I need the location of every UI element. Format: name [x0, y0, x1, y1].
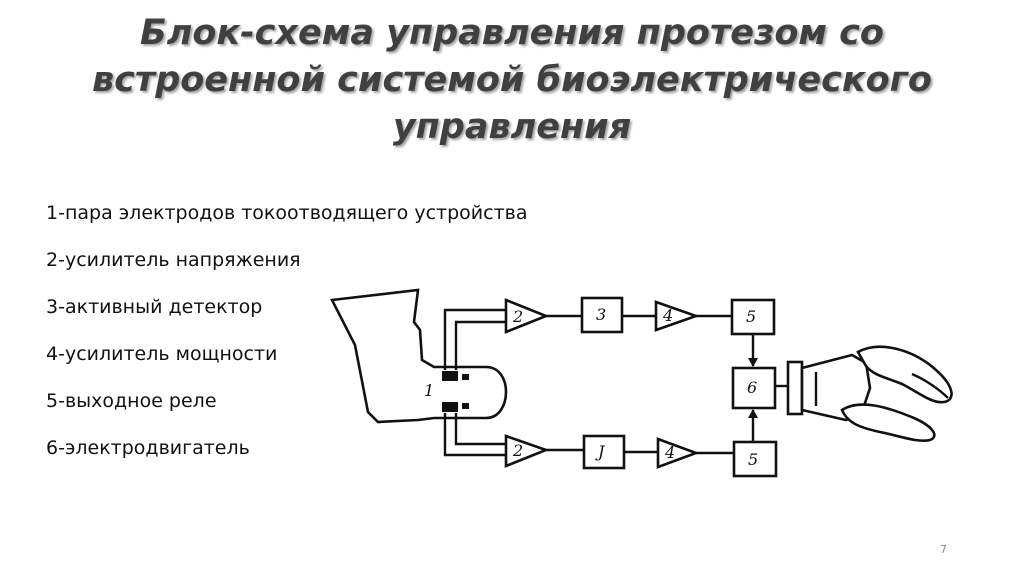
electrode-bottom-right	[462, 403, 469, 409]
bottom-active-detector-label: J	[595, 442, 606, 461]
legend-item-voltage-amplifier: 2-усилитель напряжения	[46, 249, 301, 271]
top-output-relay-label: 5	[746, 307, 756, 326]
title-line-2: встроенной системой биоэлектрического	[92, 60, 932, 100]
label-1: 1	[424, 381, 434, 400]
arrow-down	[748, 358, 758, 367]
legend-item-power-amplifier: 4-усилитель мощности	[46, 343, 278, 365]
arrow-up	[748, 409, 758, 418]
legend-item-active-detector: 3-активный детектор	[46, 296, 263, 318]
bottom-output-relay	[732, 440, 778, 478]
bottom-voltage-amplifier-label: 2	[512, 441, 523, 460]
top-power-amplifier	[654, 300, 700, 332]
legend-item-electrodes: 1-пара электродов токоотводящего устройс…	[46, 202, 528, 224]
page-number: 7	[940, 543, 947, 556]
title-line-1: Блок-схема управления протезом со	[140, 13, 884, 53]
wire-bottom-inner	[454, 413, 507, 446]
bottom-output-relay-label: 5	[748, 450, 758, 469]
top-voltage-amplifier-label: 2	[512, 307, 523, 326]
wire-bottom-outer	[443, 413, 507, 457]
slide-title: Блок-схема управления протезом со встрое…	[40, 10, 984, 151]
title-line-3: управления	[392, 107, 632, 147]
electrode-top	[442, 371, 458, 381]
top-voltage-amplifier	[504, 298, 550, 334]
bottom-power-amplifier-label: 4	[664, 443, 675, 462]
top-power-amplifier-label: 4	[662, 306, 673, 325]
legend-list: 1-пара электродов токоотводящего устройс…	[46, 198, 528, 480]
wire-top-outer	[443, 308, 507, 370]
prosthetic-hand	[775, 345, 953, 442]
top-active-detector-label: 3	[596, 305, 606, 324]
electric-motor	[731, 366, 777, 410]
wire-top-inner	[454, 320, 507, 370]
electric-motor-label: 6	[747, 378, 757, 397]
electrode-bottom	[442, 402, 458, 412]
bottom-power-amplifier	[656, 437, 700, 469]
legend-item-electric-motor: 6-электродвигатель	[46, 437, 250, 459]
legend-item-output-relay: 5-выходное реле	[46, 390, 217, 412]
forearm-stump	[329, 288, 508, 424]
bottom-voltage-amplifier	[504, 434, 550, 468]
electrode-top-right	[462, 374, 469, 380]
